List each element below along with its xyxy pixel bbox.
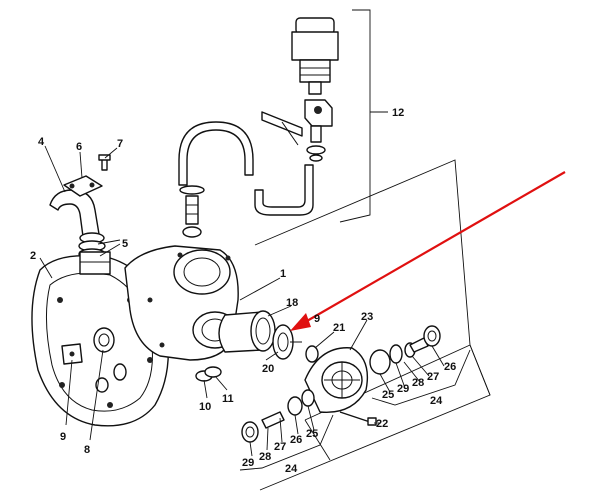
callout-2: 2 (30, 250, 36, 262)
callout-29-right: 29 (397, 383, 409, 395)
callout-25-right: 25 (382, 389, 394, 401)
bolt-22 (339, 411, 377, 426)
callout-4: 4 (38, 136, 45, 148)
callout-9-left: 9 (60, 431, 66, 443)
callout-18: 18 (286, 297, 298, 309)
cylinder-liner (218, 310, 276, 353)
callout-24-left: 24 (285, 463, 298, 475)
u-hose (178, 121, 254, 238)
callout-26-right: 26 (444, 361, 456, 373)
callout-20: 20 (262, 363, 274, 375)
callout-21: 21 (333, 322, 345, 334)
callout-11: 11 (222, 393, 234, 405)
callout-labels: 4 6 7 5 2 12 1 18 9 21 23 20 10 11 9 8 2… (30, 107, 456, 475)
left-valve-stack (241, 389, 315, 443)
callout-28-left: 28 (259, 451, 271, 463)
callout-29-left: 29 (242, 457, 254, 469)
diaphragm (272, 324, 302, 360)
filter-cup-assembly (254, 17, 339, 216)
callout-22: 22 (376, 418, 388, 430)
callout-27-right: 27 (427, 371, 439, 383)
callout-9-right: 9 (314, 313, 320, 325)
callout-6: 6 (76, 141, 82, 153)
callout-28-right: 28 (412, 377, 424, 389)
red-indicator-arrow (290, 171, 566, 331)
callout-1: 1 (280, 268, 286, 280)
callout-7: 7 (117, 138, 123, 150)
valve-cover (304, 347, 369, 414)
bracket-12 (339, 9, 388, 223)
callout-8: 8 (84, 444, 90, 456)
callout-5: 5 (122, 238, 128, 250)
callout-26-left: 26 (290, 434, 302, 446)
callout-10: 10 (199, 401, 211, 413)
leader-lines (39, 145, 471, 471)
callout-27-left: 27 (274, 441, 286, 453)
callout-12: 12 (392, 107, 404, 119)
right-valve-stack (369, 325, 441, 375)
callout-25-left: 25 (306, 428, 318, 440)
assembly-frame (254, 159, 491, 491)
callout-24-right: 24 (430, 395, 443, 407)
valve-21 (305, 345, 319, 363)
callout-23: 23 (361, 311, 373, 323)
